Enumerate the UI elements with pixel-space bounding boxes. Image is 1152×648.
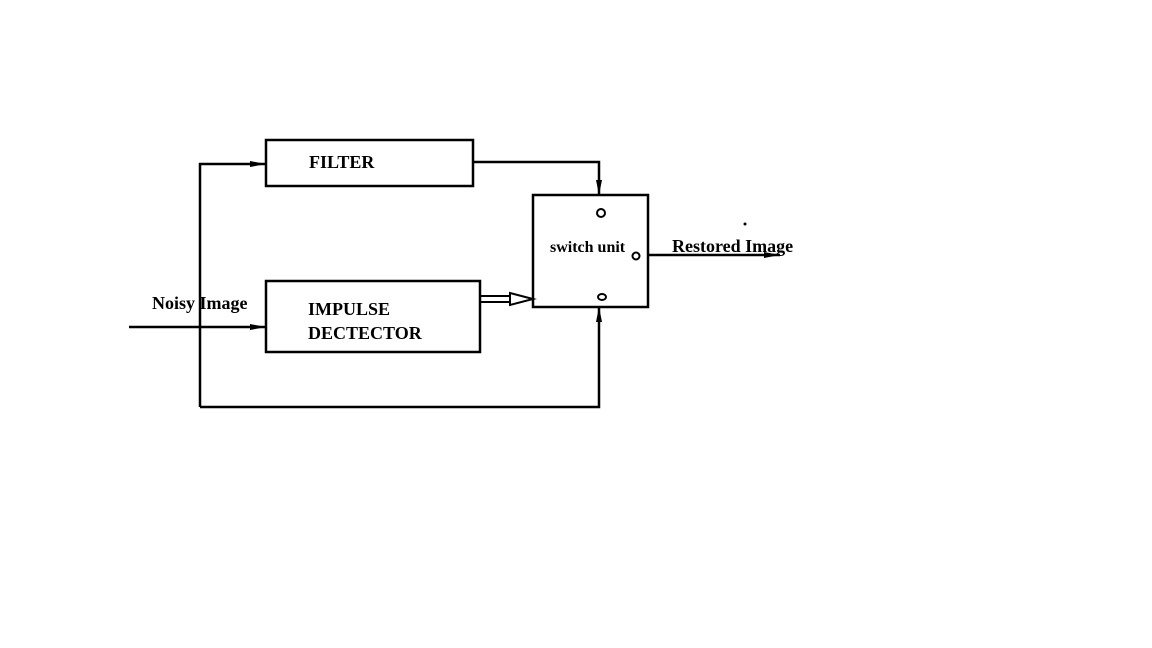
impulse-detector-label-line1: IMPULSE [308, 299, 390, 319]
switch-terminal-bottom [597, 293, 607, 301]
impulse-detector-block [264, 279, 482, 354]
switch-terminal-top [596, 208, 606, 218]
output-label: Restored Image [672, 236, 793, 256]
branch-to-filter [198, 162, 266, 407]
switch-terminal-right [631, 251, 641, 261]
input-arrowhead [250, 324, 266, 330]
impulse-detector-label-line2: DECTECTOR [308, 323, 423, 343]
output-arrowhead [764, 252, 780, 258]
detector-to-switch-arrowhead [509, 291, 537, 307]
switch-unit-block [531, 193, 650, 309]
switch-unit-label: switch unit [550, 239, 626, 256]
bottom-loop-line [200, 307, 601, 409]
stray-dot [743, 222, 747, 226]
filter-arrowhead [250, 161, 266, 167]
filter-label: FILTER [309, 152, 375, 172]
detector-to-switch-line [480, 295, 510, 303]
bottom-loop-arrowhead [596, 307, 602, 322]
filter-to-switch-arrowhead [596, 180, 602, 195]
filter-to-switch-line [473, 160, 601, 195]
